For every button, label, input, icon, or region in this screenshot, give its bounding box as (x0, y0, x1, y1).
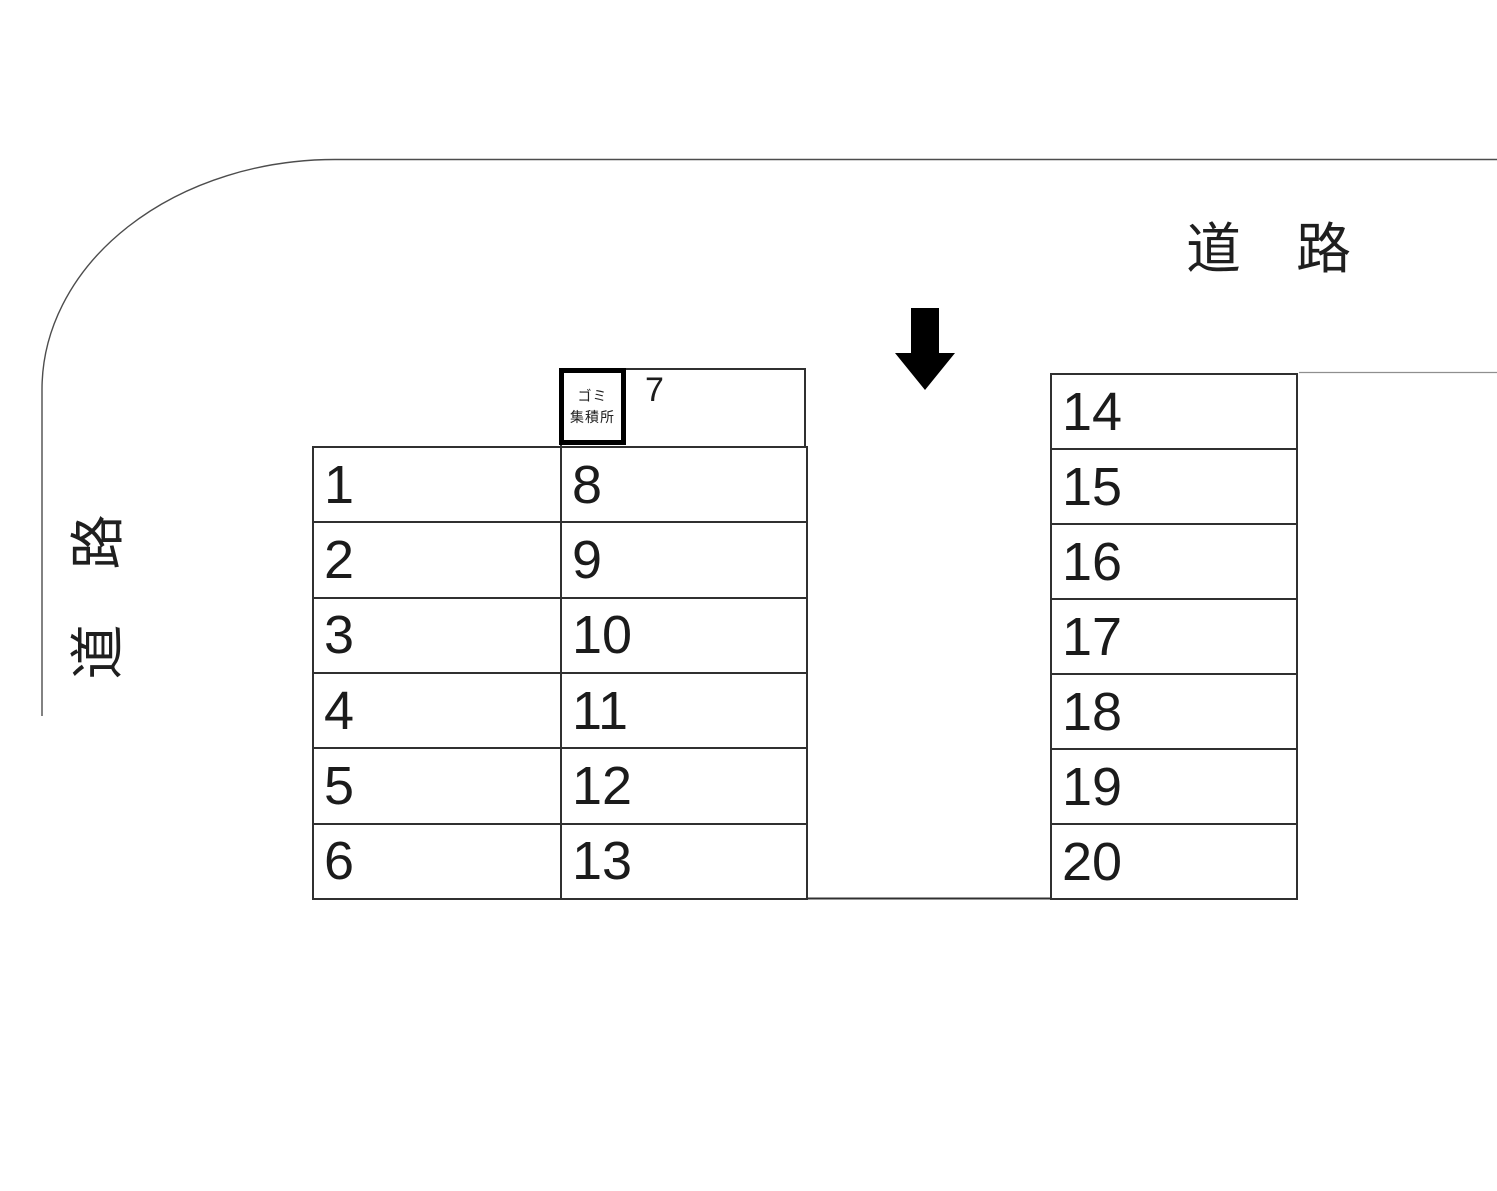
table-row: 15 (1050, 448, 1298, 525)
down-arrow-icon (895, 308, 955, 390)
right-parking-grid: 14 15 16 17 18 19 20 (1050, 373, 1298, 900)
parking-space-1: 1 (312, 445, 562, 524)
space-number: 5 (324, 755, 355, 816)
parking-space-5: 5 (312, 747, 562, 825)
parking-space-2: 2 (312, 521, 562, 599)
space-number: 2 (324, 529, 355, 590)
parking-space-4: 4 (312, 671, 562, 750)
garbage-station-box: ゴミ 集積所 (559, 368, 626, 445)
parking-space-15: 15 (1050, 448, 1298, 525)
space-number: 13 (572, 831, 633, 892)
space-number: 14 (1062, 381, 1123, 442)
table-row: 16 (1050, 523, 1298, 600)
road-label-top: 道 路 (1186, 218, 1352, 280)
garbage-station-label-line1: ゴミ (577, 387, 608, 404)
road-label-left: 道 路 (67, 514, 129, 680)
space-number: 16 (1062, 531, 1123, 592)
table-row: 19 (1050, 748, 1298, 825)
parking-space-19: 19 (1050, 748, 1298, 825)
space-number: 10 (572, 605, 633, 666)
table-row: 17 (1050, 598, 1298, 675)
table-row: 4 11 (312, 671, 808, 750)
space-number: 3 (324, 605, 355, 666)
space-number: 1 (324, 454, 355, 515)
space-number: 17 (1062, 606, 1123, 667)
table-row: 3 10 (312, 596, 808, 674)
space-number: 20 (1062, 831, 1123, 892)
parking-space-14: 14 (1050, 373, 1298, 450)
space-number-7: 7 (645, 371, 664, 409)
parking-space-20: 20 (1050, 823, 1298, 900)
road-edge-line (41, 158, 1497, 716)
table-row: 5 12 (312, 747, 808, 825)
parking-space-11: 11 (560, 671, 808, 750)
space-number: 18 (1062, 681, 1123, 742)
parking-space-3: 3 (312, 596, 562, 674)
parking-space-13: 13 (560, 822, 808, 901)
space-number: 11 (572, 680, 629, 741)
table-row: 6 13 (312, 822, 808, 901)
right-parking-block: 14 15 16 17 18 19 20 (1050, 373, 1298, 900)
parking-space-16: 16 (1050, 523, 1298, 600)
parking-space-10: 10 (560, 596, 808, 674)
space-number: 12 (572, 755, 633, 816)
table-row: 20 (1050, 823, 1298, 900)
space-number: 15 (1062, 456, 1123, 517)
parking-space-18: 18 (1050, 673, 1298, 750)
space-number: 19 (1062, 756, 1123, 817)
parking-space-12: 12 (560, 747, 808, 825)
space-number: 4 (324, 680, 355, 741)
garbage-station-label-line2: 集積所 (570, 408, 615, 425)
space-number: 6 (324, 831, 355, 892)
parking-space-17: 17 (1050, 598, 1298, 675)
table-row: 18 (1050, 673, 1298, 750)
parking-space-9: 9 (560, 521, 808, 599)
parking-space-8: 8 (560, 445, 808, 524)
space-number: 9 (572, 529, 603, 590)
space-number: 8 (572, 454, 603, 515)
parking-space-6: 6 (312, 822, 562, 901)
table-row: 14 (1050, 373, 1298, 450)
